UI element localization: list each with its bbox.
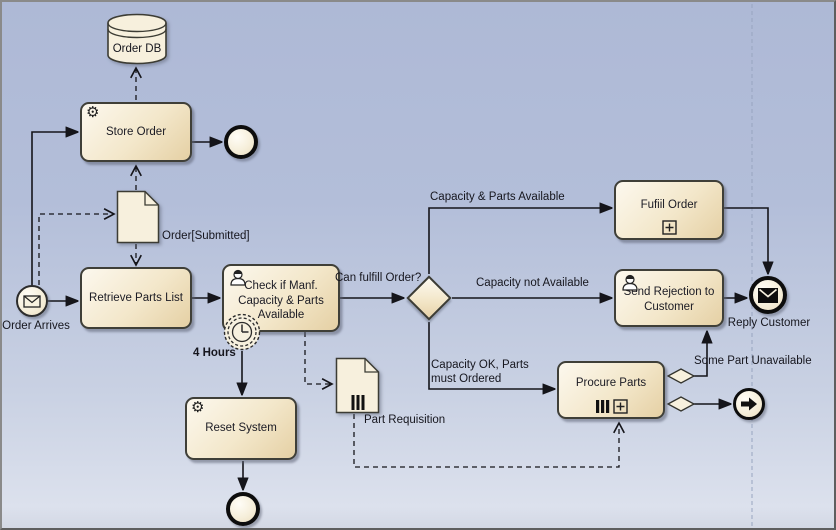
start-event-order-arrives[interactable]	[16, 285, 48, 317]
plus-box-icon	[612, 399, 628, 414]
flow-label-capacity-parts-available: Capacity & Parts Available	[430, 191, 565, 203]
data-object-order-submitted[interactable]	[116, 190, 160, 244]
sequence-flows	[31, 132, 768, 490]
end-event-store-order[interactable]	[224, 125, 258, 159]
assoc-start-to-doc	[38, 208, 116, 285]
task-send-rejection[interactable]: Send Rejection to Customer	[614, 269, 724, 327]
link-event[interactable]	[733, 388, 765, 420]
envelope-icon	[23, 294, 41, 308]
user-icon	[230, 269, 246, 286]
task-label: Fufiil Order	[640, 198, 698, 211]
condition-diamond-bottom	[666, 396, 696, 412]
task-store-order[interactable]: ⚙ Store Order	[80, 102, 192, 162]
end-event-reset-system[interactable]	[226, 492, 260, 526]
end-event-reply-customer[interactable]	[749, 276, 787, 314]
data-store-label: Order DB	[112, 43, 162, 55]
arrow-icon	[741, 397, 757, 411]
data-object-label: Part Requisition	[364, 414, 446, 426]
flow-fulfill-to-reply	[724, 207, 768, 274]
database-cylinder-icon	[107, 13, 167, 65]
task-reset-system[interactable]: ⚙ Reset System	[185, 397, 297, 460]
task-fulfill-order[interactable]: Fufiil Order	[614, 180, 724, 240]
assoc-check-to-partreq	[304, 332, 334, 390]
task-check-capacity[interactable]: Check if Manf. Capacity & Parts Availabl…	[222, 264, 340, 332]
flow-label-capacity-ok: Capacity OK, Parts must Ordered	[431, 359, 529, 386]
task-label: Send Rejection to Customer	[623, 286, 715, 313]
user-icon	[622, 274, 638, 291]
flow-label-some-part-unavailable: Some Part Unavailable	[694, 355, 812, 367]
flow-gateway-to-procure	[428, 322, 555, 389]
flow-label-capacity-not-available: Capacity not Available	[476, 277, 589, 289]
parallel-bars-icon	[595, 400, 609, 413]
data-store-order-db[interactable]: Order DB	[106, 12, 168, 66]
plus-box-icon	[661, 220, 677, 235]
data-object-label: Order[Submitted]	[162, 230, 250, 242]
timer-label: 4 Hours	[193, 347, 236, 359]
filled-envelope-icon	[758, 287, 778, 303]
clock-icon	[223, 313, 261, 351]
end-event-label: Reply Customer	[727, 317, 811, 329]
task-label: Store Order	[105, 125, 167, 138]
gateway-label: Can fulfill Order?	[335, 272, 422, 284]
document-shape	[116, 190, 160, 244]
task-retrieve-parts-list[interactable]: Retrieve Parts List	[80, 267, 192, 329]
task-label: Retrieve Parts List	[89, 291, 183, 304]
data-object-part-requisition[interactable]	[335, 357, 380, 414]
data-associations	[38, 66, 625, 468]
condition-diamond-top	[666, 368, 696, 384]
flow-procure-to-rejection	[693, 331, 707, 377]
task-procure-parts[interactable]: Procure Parts	[557, 361, 665, 419]
conditional-flow-markers	[666, 368, 696, 412]
gear-icon: ⚙	[191, 399, 205, 416]
document-shape	[335, 357, 380, 414]
task-label: Check if Manf. Capacity & Parts Availabl…	[238, 279, 324, 322]
gear-icon: ⚙	[86, 104, 100, 121]
flow-gateway-to-fulfill	[428, 208, 612, 274]
task-label: Procure Parts	[575, 376, 647, 389]
timer-boundary-event[interactable]	[223, 313, 261, 351]
flow-start-to-store-order	[31, 132, 78, 286]
task-label: Reset System	[205, 422, 277, 435]
start-event-label: Order Arrives	[2, 320, 70, 332]
